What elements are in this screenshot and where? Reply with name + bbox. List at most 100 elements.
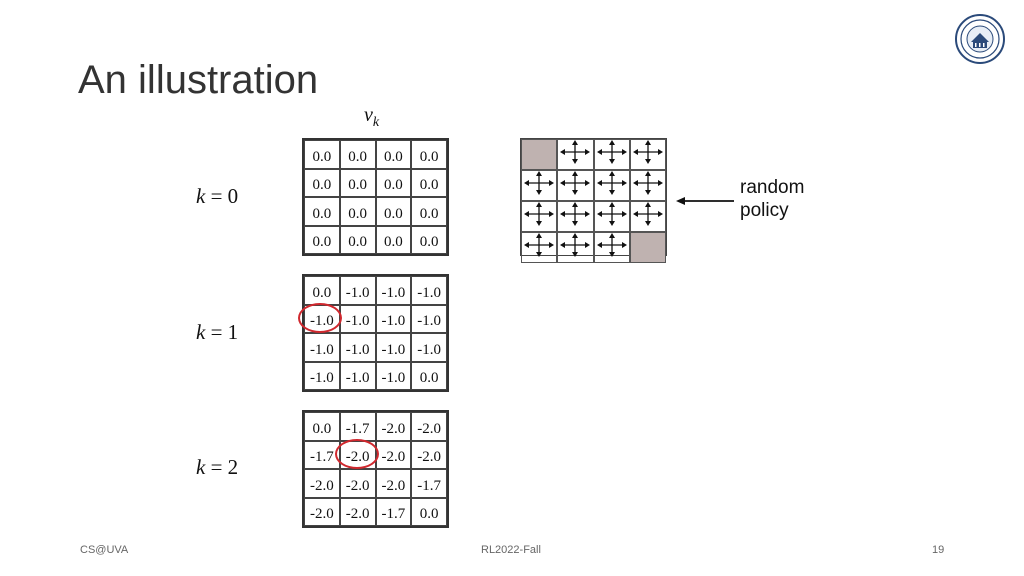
- policy-label-line1: random: [740, 177, 805, 198]
- value-cell: 0.0: [339, 168, 376, 197]
- policy-cell: [521, 201, 558, 232]
- value-cell: -1.0: [375, 276, 412, 305]
- policy-cell: [593, 201, 630, 232]
- value-cell: -1.0: [339, 276, 376, 305]
- value-cell: 0.0: [339, 225, 376, 254]
- arrow-left-icon: [676, 197, 734, 205]
- value-grid-k1: 0.0-1.0-1.0-1.0-1.0-1.0-1.0-1.0-1.0-1.0-…: [302, 274, 449, 392]
- policy-cell: [629, 201, 666, 232]
- value-cell: -1.0: [339, 361, 376, 390]
- value-cell: -1.0: [304, 333, 340, 362]
- k-variable: k: [196, 320, 206, 344]
- four-way-arrow-icon: [524, 233, 555, 262]
- k-variable: k: [196, 455, 206, 479]
- value-cell: -2.0: [375, 440, 412, 469]
- value-cell: -1.0: [411, 333, 447, 362]
- value-cell: 0.0: [304, 412, 340, 441]
- value-cell: -2.0: [304, 497, 340, 526]
- four-way-arrow-icon: [596, 171, 627, 200]
- policy-cell: [557, 170, 594, 201]
- policy-cell: [557, 201, 594, 232]
- four-way-arrow-icon: [524, 171, 555, 200]
- four-way-arrow-icon: [632, 202, 663, 231]
- policy-label-line2: policy: [740, 200, 789, 221]
- iteration-label-k2: k = 2: [196, 455, 238, 480]
- value-cell: -1.0: [339, 304, 376, 333]
- value-cell: 0.0: [304, 276, 340, 305]
- value-function-label: vk: [364, 104, 379, 131]
- value-cell: 0.0: [411, 140, 447, 169]
- value-cell: -1.0: [375, 333, 412, 362]
- value-cell: -2.0: [375, 469, 412, 498]
- value-cell: 0.0: [411, 168, 447, 197]
- k-value: = 1: [205, 320, 239, 344]
- policy-cell: [521, 232, 558, 263]
- value-grid-k2: 0.0-1.7-2.0-2.0-1.7-2.0-2.0-2.0-2.0-2.0-…: [302, 410, 449, 528]
- value-cell: -1.0: [375, 304, 412, 333]
- vk-subscript: k: [372, 115, 380, 130]
- four-way-arrow-icon: [560, 171, 591, 200]
- policy-label: random policy: [740, 176, 830, 222]
- four-way-arrow-icon: [596, 202, 627, 231]
- four-way-arrow-icon: [560, 202, 591, 231]
- value-cell: 0.0: [375, 225, 412, 254]
- four-way-arrow-icon: [560, 140, 591, 169]
- slide-title: An illustration: [78, 58, 319, 102]
- k-value: = 0: [205, 184, 239, 208]
- four-way-arrow-icon: [596, 233, 627, 262]
- value-cell: -2.0: [411, 412, 447, 441]
- value-cell: 0.0: [411, 497, 447, 526]
- value-cell: 0.0: [411, 197, 447, 226]
- value-cell: -1.7: [339, 412, 376, 441]
- value-cell: -1.0: [339, 333, 376, 362]
- value-cell: -2.0: [411, 440, 447, 469]
- policy-cell: [521, 170, 558, 201]
- policy-cell: [557, 232, 594, 263]
- policy-cell: [593, 139, 630, 170]
- value-cell: -1.0: [411, 304, 447, 333]
- iteration-label-k1: k = 1: [196, 320, 238, 345]
- value-cell: -1.7: [411, 469, 447, 498]
- value-cell: 0.0: [304, 168, 340, 197]
- highlight-circle-k2: [335, 439, 380, 470]
- terminal-cell: [629, 232, 666, 263]
- value-cell: -1.7: [375, 497, 412, 526]
- value-cell: -1.0: [375, 361, 412, 390]
- value-cell: -1.0: [304, 361, 340, 390]
- k-variable: k: [196, 184, 206, 208]
- value-cell: 0.0: [339, 140, 376, 169]
- four-way-arrow-icon: [632, 171, 663, 200]
- four-way-arrow-icon: [632, 140, 663, 169]
- value-cell: -2.0: [304, 469, 340, 498]
- value-cell: 0.0: [304, 197, 340, 226]
- four-way-arrow-icon: [596, 140, 627, 169]
- value-cell: -1.0: [411, 276, 447, 305]
- highlight-circle-k1: [298, 303, 343, 334]
- four-way-arrow-icon: [560, 233, 591, 262]
- vk-symbol: v: [364, 104, 373, 126]
- policy-grid: [520, 138, 667, 263]
- value-cell: -2.0: [339, 497, 376, 526]
- policy-cell: [629, 139, 666, 170]
- value-cell: 0.0: [304, 140, 340, 169]
- policy-cell: [557, 139, 594, 170]
- value-cell: 0.0: [339, 197, 376, 226]
- footer-page-number: 19: [932, 544, 945, 556]
- value-cell: 0.0: [375, 168, 412, 197]
- value-cell: 0.0: [375, 140, 412, 169]
- value-cell: 0.0: [375, 197, 412, 226]
- value-cell: 0.0: [411, 225, 447, 254]
- value-cell: -2.0: [375, 412, 412, 441]
- value-cell: -2.0: [339, 469, 376, 498]
- iteration-label-k0: k = 0: [196, 184, 238, 209]
- footer-center: RL2022-Fall: [481, 544, 541, 556]
- policy-cell: [629, 170, 666, 201]
- terminal-cell: [521, 139, 558, 170]
- policy-cell: [593, 232, 630, 263]
- value-cell: 0.0: [304, 225, 340, 254]
- value-cell: 0.0: [411, 361, 447, 390]
- footer-left: CS@UVA: [80, 544, 129, 556]
- university-seal-icon: [955, 14, 1005, 64]
- four-way-arrow-icon: [524, 202, 555, 231]
